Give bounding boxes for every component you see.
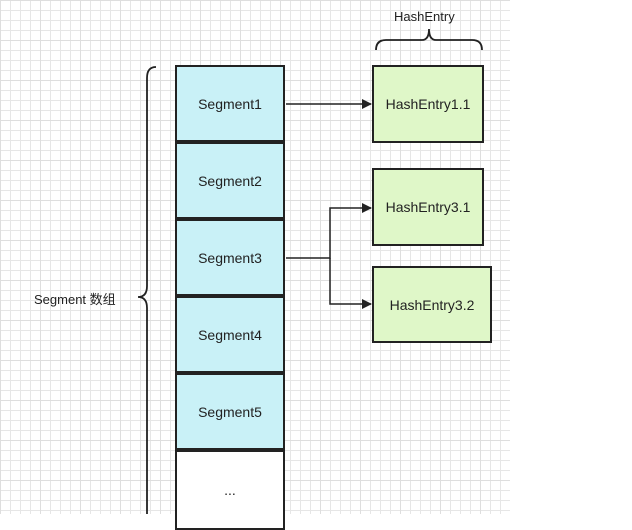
segment-ellipsis: ... [175, 450, 285, 530]
hash-entry-brace [375, 28, 483, 51]
hash-entry-3-2: HashEntry3.2 [372, 266, 492, 343]
hash-entry-3-1: HashEntry3.1 [372, 168, 484, 246]
segment-2: Segment2 [175, 142, 285, 219]
arrow-segment3-to-hashentry3-1 [286, 203, 372, 259]
hash-entry-1-1: HashEntry1.1 [372, 65, 484, 143]
arrow-segment3-to-hashentry3-2 [329, 258, 372, 309]
segment-1: Segment1 [175, 65, 285, 142]
segment-3: Segment3 [175, 219, 285, 296]
hash-entry-title: HashEntry [394, 9, 455, 24]
segment-4: Segment4 [175, 296, 285, 373]
segment-array-label: Segment 数组 [34, 292, 116, 307]
segment-array-brace [137, 66, 157, 514]
connector-layer [137, 28, 483, 514]
segment-5: Segment5 [175, 373, 285, 450]
